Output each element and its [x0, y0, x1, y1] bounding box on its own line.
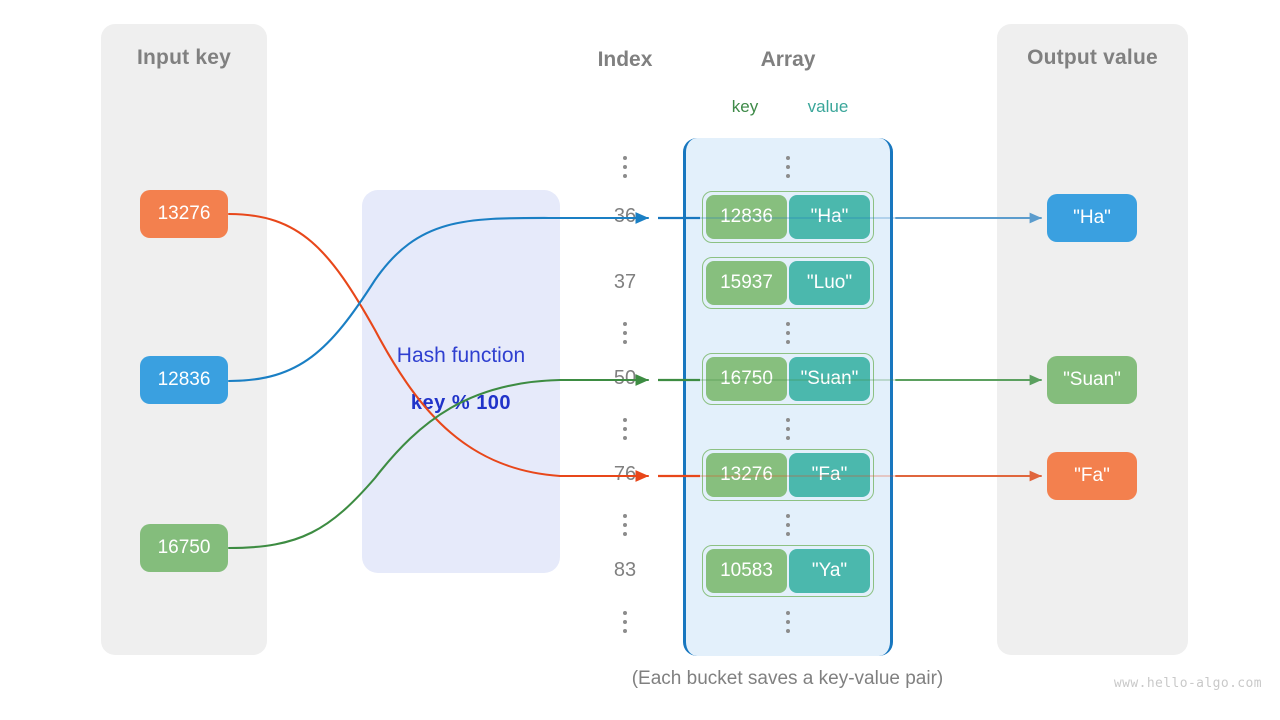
key-sub-header: key — [731, 97, 759, 116]
bucket-value: "Ha" — [789, 195, 870, 239]
index-label: 83 — [613, 559, 637, 581]
bucket-value: "Suan" — [789, 357, 870, 401]
diagram-caption: (Each bucket saves a key-value pair) — [631, 668, 944, 689]
bucket: 10583"Ya" — [702, 545, 874, 597]
bucket-key: 13276 — [706, 453, 787, 497]
hash-function-title: Hash function — [396, 344, 526, 367]
watermark: www.hello-algo.com — [1113, 676, 1262, 691]
bucket: 15937"Luo" — [702, 257, 874, 309]
hash-function-box — [362, 190, 560, 573]
index-label: 36 — [613, 205, 637, 227]
bucket-key: 15937 — [706, 261, 787, 305]
bucket: 16750"Suan" — [702, 353, 874, 405]
input-key-box: 13276 — [140, 190, 228, 238]
output-value-panel: Output value — [997, 24, 1188, 655]
output-value-panel-title: Output value — [1027, 46, 1158, 69]
input-key-box: 12836 — [140, 356, 228, 404]
bucket-value: "Ya" — [789, 549, 870, 593]
value-sub-header: value — [807, 97, 849, 116]
bucket-key: 10583 — [706, 549, 787, 593]
bucket-value: "Luo" — [789, 261, 870, 305]
ellipsis-dots — [781, 156, 795, 178]
output-value-box: "Fa" — [1047, 452, 1137, 500]
bucket: 12836"Ha" — [702, 191, 874, 243]
ellipsis-dots — [781, 514, 795, 536]
output-value-box: "Suan" — [1047, 356, 1137, 404]
input-key-box: 16750 — [140, 524, 228, 572]
output-value-box: "Ha" — [1047, 194, 1137, 242]
index-label: 37 — [613, 271, 637, 293]
ellipsis-dots — [781, 611, 795, 633]
ellipsis-dots — [618, 322, 632, 344]
index-label: 76 — [613, 463, 637, 485]
ellipsis-dots — [618, 418, 632, 440]
ellipsis-dots — [618, 514, 632, 536]
ellipsis-dots — [781, 418, 795, 440]
ellipsis-dots — [618, 156, 632, 178]
input-key-panel-title: Input key — [137, 46, 231, 69]
array-column-header: Array — [760, 48, 816, 71]
index-label: 50 — [613, 367, 637, 389]
index-column-header: Index — [597, 48, 653, 71]
bucket: 13276"Fa" — [702, 449, 874, 501]
ellipsis-dots — [618, 611, 632, 633]
bucket-key: 12836 — [706, 195, 787, 239]
bucket-value: "Fa" — [789, 453, 870, 497]
ellipsis-dots — [781, 322, 795, 344]
bucket-key: 16750 — [706, 357, 787, 401]
